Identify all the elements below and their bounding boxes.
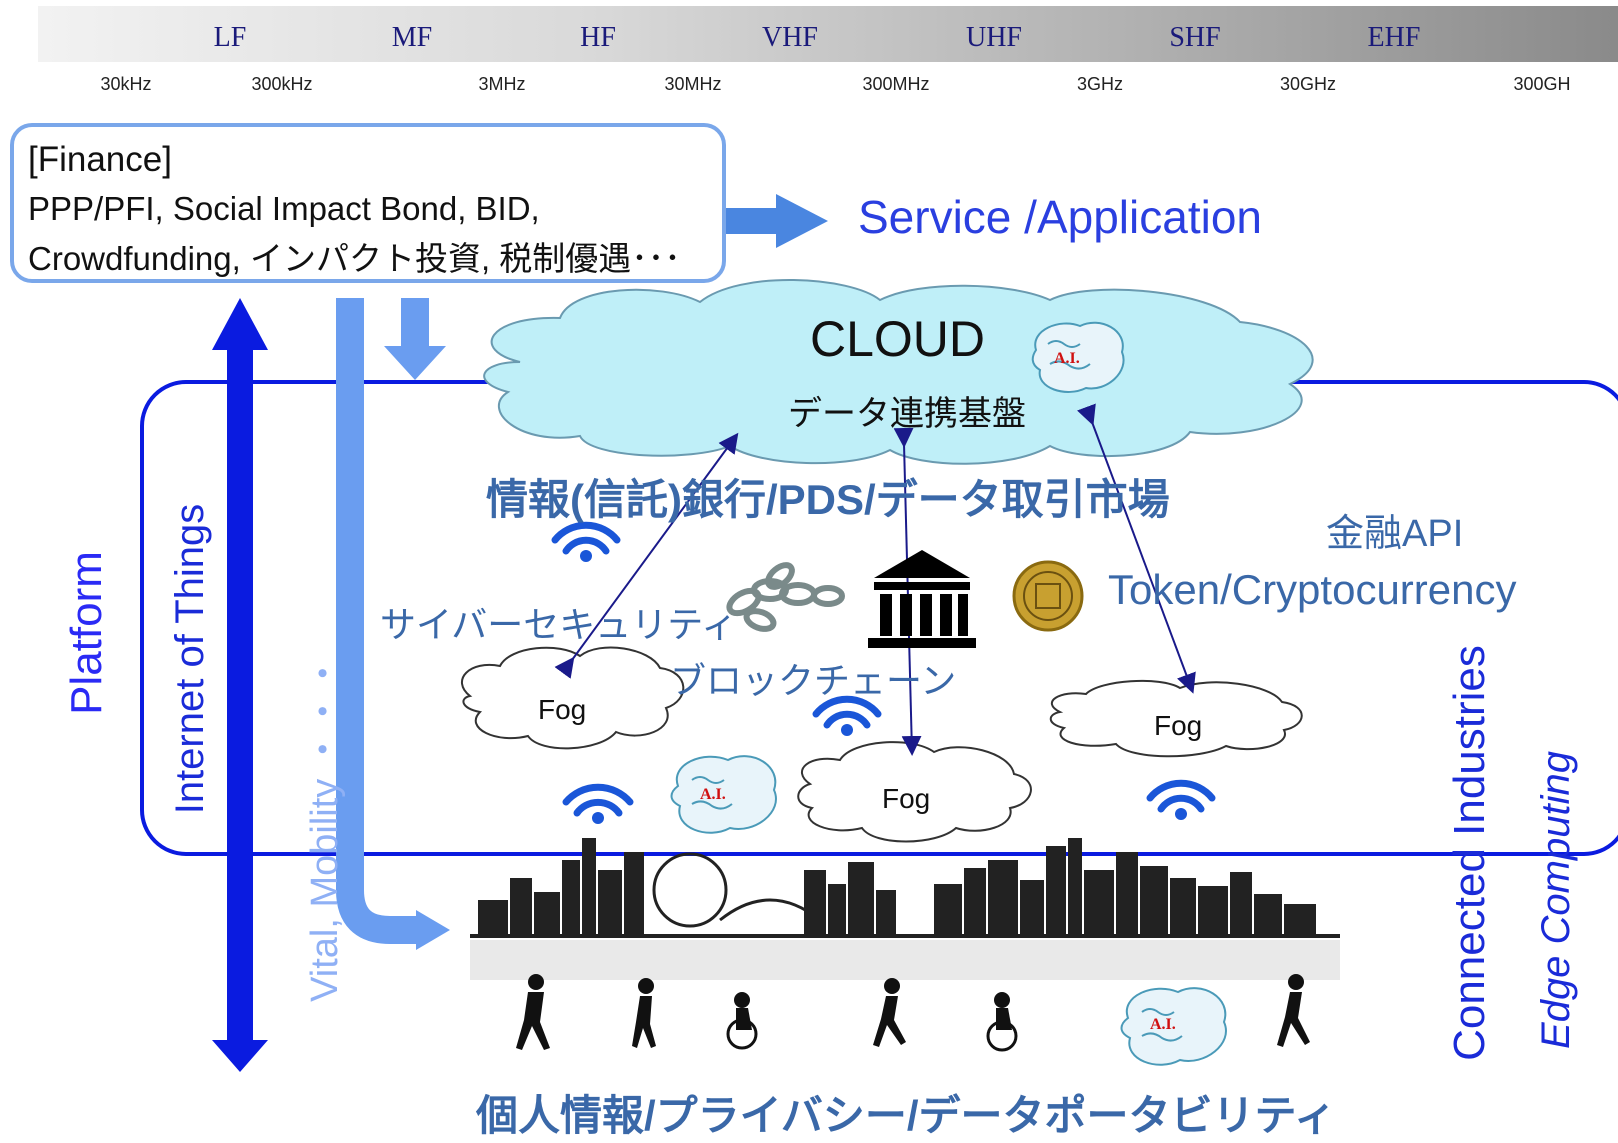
- token-label: Token/Cryptocurrency: [1108, 566, 1517, 613]
- finance-text-line1: PPP/PFI, Social Impact Bond, BID,: [28, 190, 540, 227]
- vital-mobility-label: Vital, Mobility ・・・: [304, 654, 346, 1002]
- city-reflection: [470, 940, 1340, 980]
- brain-icon: [670, 755, 777, 834]
- ai-label: A.I.: [1150, 1016, 1176, 1033]
- coin-icon: [1012, 560, 1084, 632]
- freq-label: 30kHz: [100, 74, 152, 94]
- privacy-label: 個人情報/プライバシー/データポータビリティ: [476, 1092, 1336, 1139]
- wifi-icon-dot: [580, 550, 592, 562]
- band-label-mf: MF: [391, 22, 433, 53]
- fog-cloud: [797, 741, 1032, 843]
- finance-box: [10, 123, 726, 283]
- wifi-icon-dot: [1175, 808, 1187, 820]
- frequency-band: LF MF HF VHF UHF SHF EHF: [38, 6, 1618, 62]
- person-silhouette: [516, 974, 1310, 1052]
- freq-label: 30MHz: [664, 74, 722, 94]
- finance-title: [Finance]: [28, 140, 172, 179]
- edge-computing-label: Edge Computing: [1534, 751, 1578, 1049]
- ai-label: A.I.: [1054, 350, 1080, 367]
- main-cloud: [483, 278, 1314, 465]
- fog-label: Fog: [538, 694, 587, 725]
- fog-label: Fog: [882, 783, 931, 814]
- wifi-icon: [812, 695, 882, 729]
- cloud-label: CLOUD: [810, 311, 986, 367]
- band-label-hf: HF: [580, 22, 616, 53]
- finance-text-line2: Crowdfunding, インパクト投資, 税制優遇･･･: [28, 240, 681, 277]
- platform-label: Platform: [62, 551, 111, 715]
- wifi-icon: [551, 521, 621, 555]
- service-arrow: [726, 194, 828, 248]
- band-label-vhf: VHF: [761, 22, 819, 53]
- brain-icon: [1031, 321, 1125, 393]
- cyber-security-label: サイバーセキュリティ: [380, 604, 738, 645]
- service-application-label: Service /Application: [858, 191, 1262, 243]
- wifi-icon: [562, 783, 634, 817]
- information-bank-label: 情報(信託)銀行/PDS/データ取引市場: [486, 476, 1170, 523]
- vertical-double-arrow: [212, 298, 268, 1072]
- band-label-uhf: UHF: [965, 22, 1023, 53]
- freq-label: 3GHz: [1076, 74, 1124, 94]
- fog-label: Fog: [1154, 710, 1203, 741]
- wifi-icon-dot: [841, 724, 853, 736]
- city-skyline: [470, 838, 1340, 938]
- connected-industries-label: Connected Industries: [1445, 645, 1494, 1061]
- cloud-sublabel: データ連携基盤: [788, 395, 1026, 433]
- iot-label: Internet of Things: [168, 503, 212, 815]
- band-label-lf: LF: [213, 22, 247, 53]
- freq-label: 3MHz: [478, 74, 526, 94]
- blockchain-label: ブロックチェーン: [670, 660, 957, 701]
- ai-label: A.I.: [700, 786, 726, 803]
- brain-icon: [1120, 987, 1227, 1066]
- band-label-shf: SHF: [1169, 22, 1221, 53]
- cloud-down-arrow: [384, 298, 446, 380]
- freq-label: 300MHz: [862, 74, 930, 94]
- freq-label: 300GH: [1513, 74, 1571, 94]
- wifi-icon-dot: [592, 812, 604, 824]
- band-label-ehf: EHF: [1367, 22, 1421, 53]
- city-bent-arrow: [336, 298, 418, 944]
- finance-api-label: 金融API: [1326, 513, 1464, 555]
- freq-label: 300kHz: [251, 74, 313, 94]
- chain-icon: [726, 562, 845, 632]
- bank-icon: [868, 550, 976, 648]
- freq-label: 30GHz: [1279, 74, 1337, 94]
- wifi-icon: [1146, 779, 1216, 813]
